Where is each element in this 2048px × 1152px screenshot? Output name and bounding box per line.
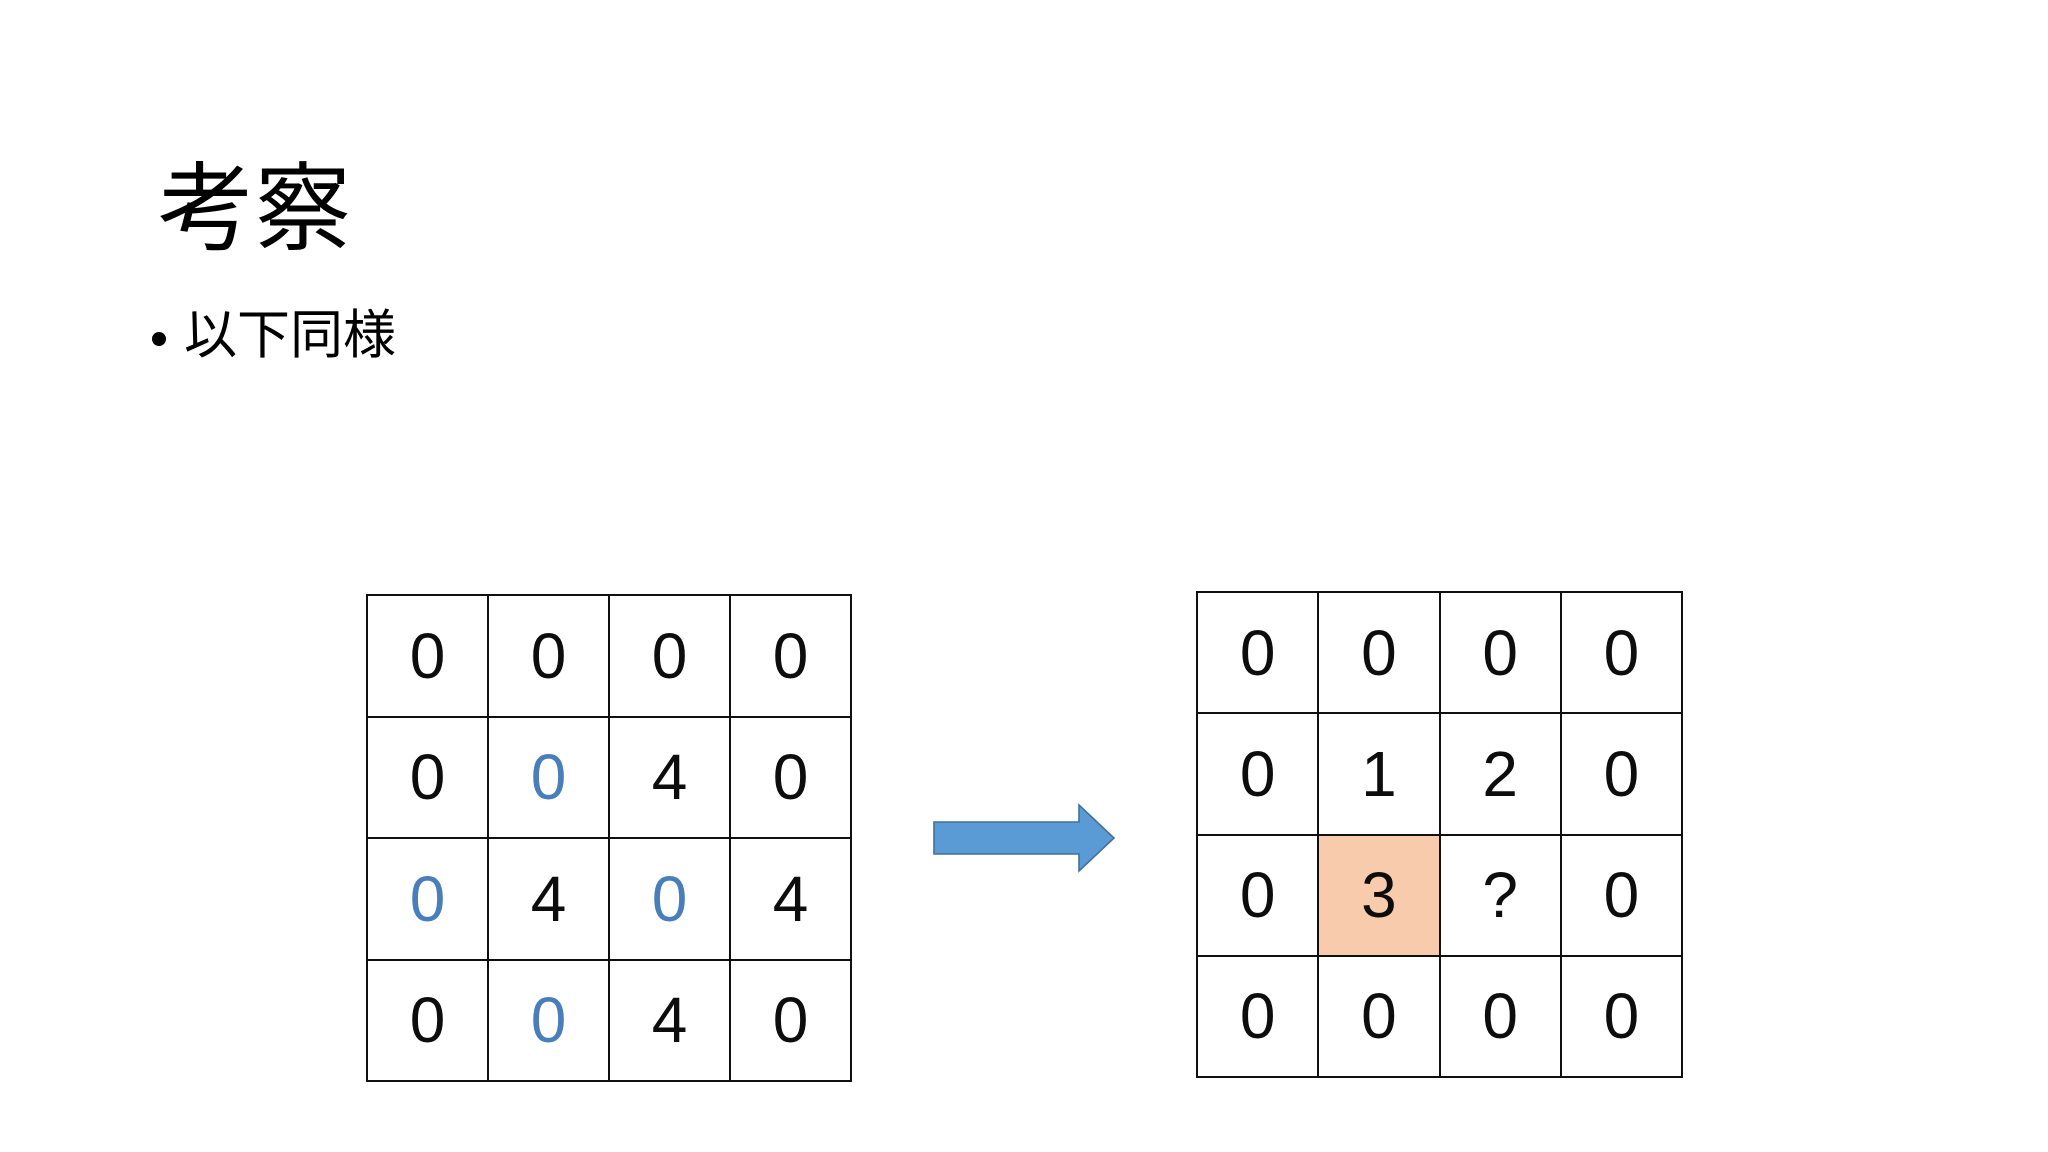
page-title: 考察: [158, 156, 352, 264]
matrix-cell: 0: [731, 960, 852, 1082]
matrix-cell: 0: [610, 596, 731, 718]
matrix-cell: 4: [489, 839, 610, 961]
right-arrow-shape: [933, 803, 1116, 873]
bullet-item-label: 以下同様: [184, 306, 396, 365]
matrix-cell: 0: [1440, 956, 1562, 1078]
matrix-cell: 0: [1198, 714, 1320, 836]
matrix-cell: 0: [368, 839, 489, 961]
matrix-cell: 0: [1319, 593, 1441, 715]
matrix-cell: 2: [1440, 714, 1562, 836]
matrix-cell: 0: [1198, 593, 1320, 715]
arrow-polygon: [933, 803, 1116, 873]
matrix-cell: 0: [1561, 835, 1683, 957]
right-arrow-icon: [933, 803, 1116, 873]
matrix-cell: 0: [731, 717, 852, 839]
matrix-cell: 1: [1319, 714, 1441, 836]
matrix-cell: 0: [489, 717, 610, 839]
matrix-cell: 0: [1561, 956, 1683, 1078]
matrix-cell: 0: [489, 596, 610, 718]
matrix-cell: 4: [610, 960, 731, 1082]
matrix-cell: ?: [1440, 835, 1562, 957]
matrix-cell: 0: [1440, 593, 1562, 715]
matrix-cell: 0: [1561, 714, 1683, 836]
matrix-cell: 0: [1198, 835, 1320, 957]
matrix-cell: 4: [731, 839, 852, 961]
matrix-cell: 0: [368, 960, 489, 1082]
matrix-cell: 0: [1198, 956, 1320, 1078]
matrix-cell: 0: [1319, 956, 1441, 1078]
matrix-cell: 0: [368, 596, 489, 718]
matrix-cell: 0: [368, 717, 489, 839]
matrix-cell: 4: [610, 717, 731, 839]
matrix-cell: 0: [489, 960, 610, 1082]
matrix-cell: 3: [1319, 835, 1441, 957]
bullet-marker-icon: [152, 331, 166, 346]
matrix-cell: 0: [610, 839, 731, 961]
matrix-cell: 0: [731, 596, 852, 718]
matrix-cell: 0: [1561, 593, 1683, 715]
bullet-item: 以下同様: [152, 304, 396, 368]
